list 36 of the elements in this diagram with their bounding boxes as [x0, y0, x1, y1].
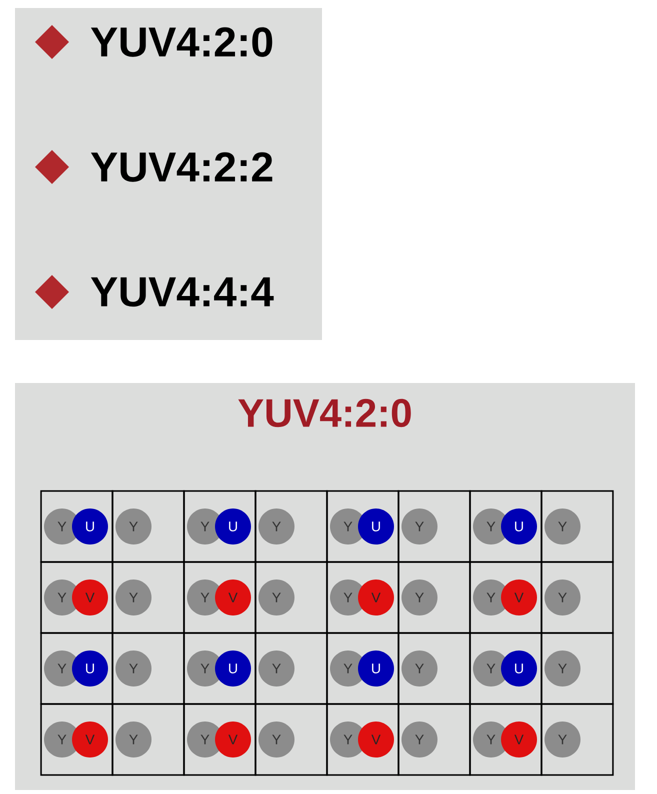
grid-cell: [112, 490, 185, 563]
grid-cell: [40, 632, 114, 705]
grid-cell: [398, 703, 471, 776]
grid-cell: [326, 490, 400, 563]
grid-cell: [398, 632, 471, 705]
grid-cell: [398, 561, 471, 634]
list-item: YUV4:2:2: [90, 152, 272, 182]
grid-cell: [540, 490, 614, 563]
grid-cell: [112, 632, 185, 705]
grid-cell: [469, 490, 542, 563]
grid-cell: [112, 561, 185, 634]
grid-cell: [183, 490, 256, 563]
grid-cell: [398, 490, 471, 563]
grid-cell: [183, 703, 256, 776]
grid-cell: [540, 703, 614, 776]
grid-cell: [40, 561, 114, 634]
list-item: YUV4:4:4: [90, 277, 274, 307]
grid-cell: [112, 703, 185, 776]
grid-cell: [326, 561, 400, 634]
grid-cell: [540, 632, 614, 705]
panel-title: YUV4:2:0: [238, 398, 411, 428]
grid-cell: [254, 490, 328, 563]
grid-cell: [326, 703, 400, 776]
grid-cell: [469, 632, 542, 705]
grid-cell: [469, 703, 542, 776]
grid-cell: [254, 703, 328, 776]
grid-cell: [540, 561, 614, 634]
grid-cell: [183, 561, 256, 634]
grid-cell: [254, 561, 328, 634]
grid-cell: [469, 561, 542, 634]
grid-cell: [183, 632, 256, 705]
list-item: YUV4:2:0: [90, 27, 272, 57]
grid-cell: [40, 703, 114, 776]
grid-cell: [254, 632, 328, 705]
grid-cell: [326, 632, 400, 705]
grid-cell: [40, 490, 114, 563]
